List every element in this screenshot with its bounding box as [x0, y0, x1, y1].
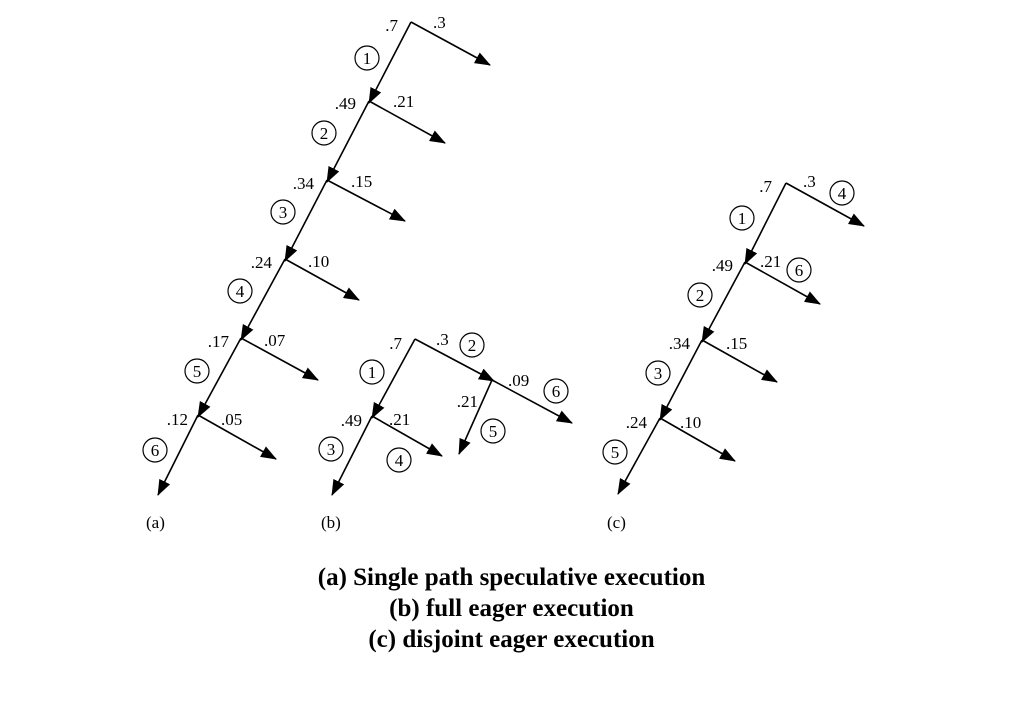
panel-label-a: (a) — [146, 513, 165, 532]
panel-a-tree: .7 .3 .49 .21 .34 .15 .24 .10 .17 .07 .1… — [142, 13, 491, 532]
execution-order-marker: 1 — [729, 205, 755, 231]
panel-label-c: (c) — [607, 513, 626, 532]
execution-order-marker: 4 — [829, 180, 855, 206]
svg-text:3: 3 — [279, 203, 288, 222]
panel-a-branch — [197, 414, 277, 460]
probability-label: .49 — [335, 94, 356, 113]
panel-c-branch — [701, 261, 746, 343]
svg-text:5: 5 — [611, 443, 620, 462]
svg-text:1: 1 — [738, 209, 747, 228]
panel-c-branch — [785, 182, 865, 227]
probability-label: .3 — [803, 172, 816, 191]
panel-a-branch — [240, 258, 286, 341]
panel-a-branch — [284, 179, 328, 262]
svg-text:5: 5 — [193, 362, 202, 381]
probability-label: .12 — [167, 410, 188, 429]
probability-label: .10 — [680, 413, 701, 432]
probability-label: .15 — [351, 172, 372, 191]
panel-b-branch — [458, 379, 493, 455]
probability-label: .21 — [457, 392, 478, 411]
panel-a-branch — [240, 337, 319, 381]
execution-order-marker: 4 — [386, 447, 412, 473]
panel-a-branch — [284, 258, 360, 301]
probability-label: .09 — [508, 371, 529, 390]
panel-b-branch — [414, 338, 495, 382]
execution-order-marker: 3 — [645, 360, 671, 386]
caption-line: (b) full eager execution — [389, 595, 634, 622]
probability-label: .7 — [759, 177, 772, 196]
execution-order-marker: 3 — [318, 436, 344, 462]
svg-text:3: 3 — [327, 440, 336, 459]
svg-text:2: 2 — [468, 336, 477, 355]
probability-label: .21 — [760, 252, 781, 271]
panel-a-branch — [326, 179, 406, 222]
panel-c-branch — [744, 261, 821, 305]
probability-label: .05 — [221, 410, 242, 429]
svg-text:6: 6 — [795, 261, 804, 280]
probability-label: .34 — [293, 174, 315, 193]
panel-c-branch — [744, 182, 787, 265]
probability-label: .7 — [385, 16, 398, 35]
panel-a-branch — [410, 21, 491, 66]
probability-label: .7 — [389, 334, 402, 353]
probability-label: .15 — [726, 334, 747, 353]
execution-order-marker: 4 — [227, 278, 253, 304]
probability-label: .34 — [669, 334, 691, 353]
panel-a-branch — [157, 414, 199, 496]
panel-b-branch — [371, 338, 416, 419]
execution-order-marker: 2 — [311, 120, 337, 146]
probability-label: .21 — [389, 410, 410, 429]
panel-b-branch — [331, 415, 373, 496]
panel-a-branch — [368, 100, 446, 144]
execution-order-marker: 6 — [786, 257, 812, 283]
execution-order-marker: 5 — [480, 418, 506, 444]
panel-a-branch — [368, 21, 412, 104]
panel-c-tree: .7 .3 .49 .21 .34 .15 .24 .10 1 4 2 6 3 — [602, 172, 865, 532]
probability-label: .24 — [626, 413, 648, 432]
panel-a-branch — [326, 100, 370, 183]
panel-c-branch — [659, 339, 703, 421]
panel-b-tree: .7 .3 .49 .21 .21 .09 1 2 3 4 5 6 (b — [318, 330, 573, 532]
svg-text:4: 4 — [395, 451, 404, 470]
execution-order-marker: 2 — [687, 282, 713, 308]
panel-a-branch — [197, 337, 242, 418]
panel-c-branch — [617, 417, 661, 495]
svg-text:5: 5 — [489, 422, 498, 441]
probability-label: .3 — [433, 13, 446, 32]
panel-b-branch — [491, 379, 573, 424]
svg-text:6: 6 — [151, 441, 160, 460]
execution-order-marker: 6 — [142, 437, 168, 463]
probability-label: .24 — [251, 253, 273, 272]
execution-order-marker: 1 — [359, 359, 385, 385]
execution-order-marker: 2 — [459, 332, 485, 358]
svg-text:6: 6 — [552, 382, 561, 401]
execution-order-marker: 5 — [602, 439, 628, 465]
svg-text:4: 4 — [236, 282, 245, 301]
probability-label: .10 — [308, 252, 329, 271]
panel-c-branch — [659, 417, 736, 462]
panel-b-branch — [371, 415, 443, 457]
probability-label: .49 — [341, 411, 362, 430]
svg-text:2: 2 — [320, 124, 329, 143]
probability-label: .07 — [264, 331, 286, 350]
svg-text:1: 1 — [368, 363, 377, 382]
panel-label-b: (b) — [321, 513, 341, 532]
caption-line: (a) Single path speculative execution — [317, 564, 706, 591]
figure-caption: (a) Single path speculative execution (b… — [0, 562, 1023, 655]
caption-line: (c) disjoint eager execution — [368, 626, 655, 653]
svg-text:2: 2 — [696, 286, 705, 305]
execution-order-marker: 1 — [354, 45, 380, 71]
svg-text:3: 3 — [654, 364, 663, 383]
execution-order-marker: 3 — [270, 199, 296, 225]
execution-order-marker: 6 — [543, 378, 569, 404]
probability-label: .49 — [712, 256, 733, 275]
probability-label: .17 — [208, 332, 230, 351]
svg-text:4: 4 — [838, 184, 847, 203]
execution-order-marker: 5 — [184, 358, 210, 384]
probability-label: .3 — [436, 330, 449, 349]
svg-text:1: 1 — [363, 49, 372, 68]
panel-c-branch — [701, 339, 778, 383]
probability-label: .21 — [393, 92, 414, 111]
